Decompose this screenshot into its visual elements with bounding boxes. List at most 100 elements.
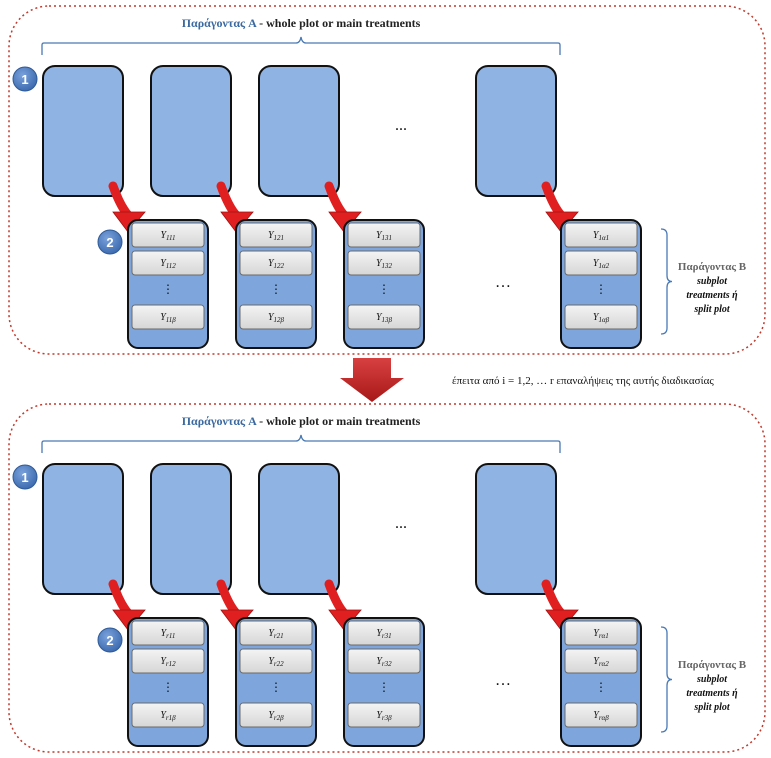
main-plot-1 — [42, 463, 124, 595]
main-plot-3 — [258, 65, 340, 197]
cell-label: Y111 — [160, 230, 175, 242]
cell-label: ⋮ — [378, 680, 390, 694]
factor-b-bracket — [660, 626, 673, 733]
subplot-cell — [131, 702, 205, 728]
repeat-caption: έπειτα από i = 1,2, … r επαναλήψεις της … — [452, 375, 714, 387]
cell-label: Yr11 — [161, 628, 176, 640]
subplot-cell — [239, 222, 313, 248]
factor-b-line: treatments ή — [686, 290, 738, 301]
subplot-cell — [239, 648, 313, 674]
subplot-cell — [131, 250, 205, 276]
panel-1: Παράγοντας A - whole plot or main treatm… — [8, 5, 766, 355]
factor-a-title: Παράγοντας A - whole plot or main treatm… — [182, 16, 421, 30]
step-2-label: 2 — [106, 235, 113, 250]
subplot-cell — [347, 702, 421, 728]
step-1-label: 1 — [21, 72, 28, 87]
main-plot-4 — [475, 463, 557, 595]
subplot-cell — [239, 250, 313, 276]
subplot-cell — [131, 222, 205, 248]
cell-label: Y1αβ — [593, 312, 610, 324]
main-plot-4 — [475, 65, 557, 197]
subplot-cell — [564, 702, 638, 728]
cell-label: ⋮ — [595, 680, 607, 694]
step-1-badge — [12, 464, 38, 490]
main-plot-3 — [258, 463, 340, 595]
cell-label: Y1α2 — [593, 258, 610, 270]
cell-label: Yrαβ — [593, 710, 609, 722]
step-1-label: 1 — [21, 470, 28, 485]
step-2-badge — [97, 229, 123, 255]
cell-label: Y112 — [160, 258, 176, 270]
subplot-cell — [564, 222, 638, 248]
subplot-cell — [131, 620, 205, 646]
cell-label: Y132 — [376, 258, 393, 270]
factor-b-line: subplot — [696, 674, 728, 685]
subplot-ellipsis: … — [495, 274, 511, 291]
cell-label: Yr32 — [376, 656, 392, 668]
factor-b-line: split plot — [693, 304, 731, 315]
cell-label: Y131 — [376, 230, 392, 242]
factor-b-line: treatments ή — [686, 688, 738, 699]
cell-label: ⋮ — [378, 282, 390, 296]
cell-label: Yr2β — [268, 710, 284, 722]
factor-a-title: Παράγοντας A - whole plot or main treatm… — [182, 414, 421, 428]
cell-label: ⋮ — [162, 680, 174, 694]
cell-label: Yr3β — [376, 710, 392, 722]
main-plot-ellipsis: ... — [395, 515, 407, 532]
repeat-arrow — [340, 358, 404, 402]
cell-label: Yr22 — [268, 656, 284, 668]
factor-b-bracket — [660, 228, 673, 335]
subplot-cell — [239, 620, 313, 646]
cell-label: ⋮ — [270, 680, 282, 694]
subplot-cell — [564, 620, 638, 646]
subplot-cell — [564, 304, 638, 330]
cell-label: Yr12 — [160, 656, 176, 668]
factor-b-title: Παράγοντας B — [678, 659, 747, 671]
main-plot-1 — [42, 65, 124, 197]
cell-label: ⋮ — [595, 282, 607, 296]
subplot-cell — [131, 304, 205, 330]
factor-a-bracket — [41, 434, 561, 453]
main-plot-2 — [150, 65, 232, 197]
subplot-cell — [564, 648, 638, 674]
step-2-label: 2 — [106, 633, 113, 648]
cell-label: ⋮ — [270, 282, 282, 296]
cell-label: Yrα1 — [593, 628, 608, 640]
step-1-badge — [12, 66, 38, 92]
factor-b-line: split plot — [693, 702, 731, 713]
subplot-cell — [347, 648, 421, 674]
factor-b-line: subplot — [696, 276, 728, 287]
subplot-cell — [239, 304, 313, 330]
subplot-cell — [564, 250, 638, 276]
cell-label: Yr21 — [268, 628, 283, 640]
cell-label: Yrα2 — [593, 656, 609, 668]
panel-2: Παράγοντας A - whole plot or main treatm… — [8, 403, 766, 753]
subplot-cell — [239, 702, 313, 728]
cell-label: Y11β — [160, 312, 176, 324]
cell-label: Y1α1 — [593, 230, 609, 242]
cell-label: Y12β — [268, 312, 285, 324]
cell-label: Yr1β — [160, 710, 176, 722]
subplot-ellipsis: … — [495, 672, 511, 689]
cell-label: Y13β — [376, 312, 393, 324]
subplot-cell — [347, 250, 421, 276]
cell-label: Yr31 — [376, 628, 391, 640]
subplot-cell — [347, 620, 421, 646]
cell-label: ⋮ — [162, 282, 174, 296]
factor-a-bracket — [41, 36, 561, 55]
step-2-badge — [97, 627, 123, 653]
main-plot-ellipsis: ... — [395, 117, 407, 134]
subplot-cell — [347, 222, 421, 248]
cell-label: Y121 — [268, 230, 284, 242]
factor-b-title: Παράγοντας B — [678, 261, 747, 273]
subplot-cell — [131, 648, 205, 674]
